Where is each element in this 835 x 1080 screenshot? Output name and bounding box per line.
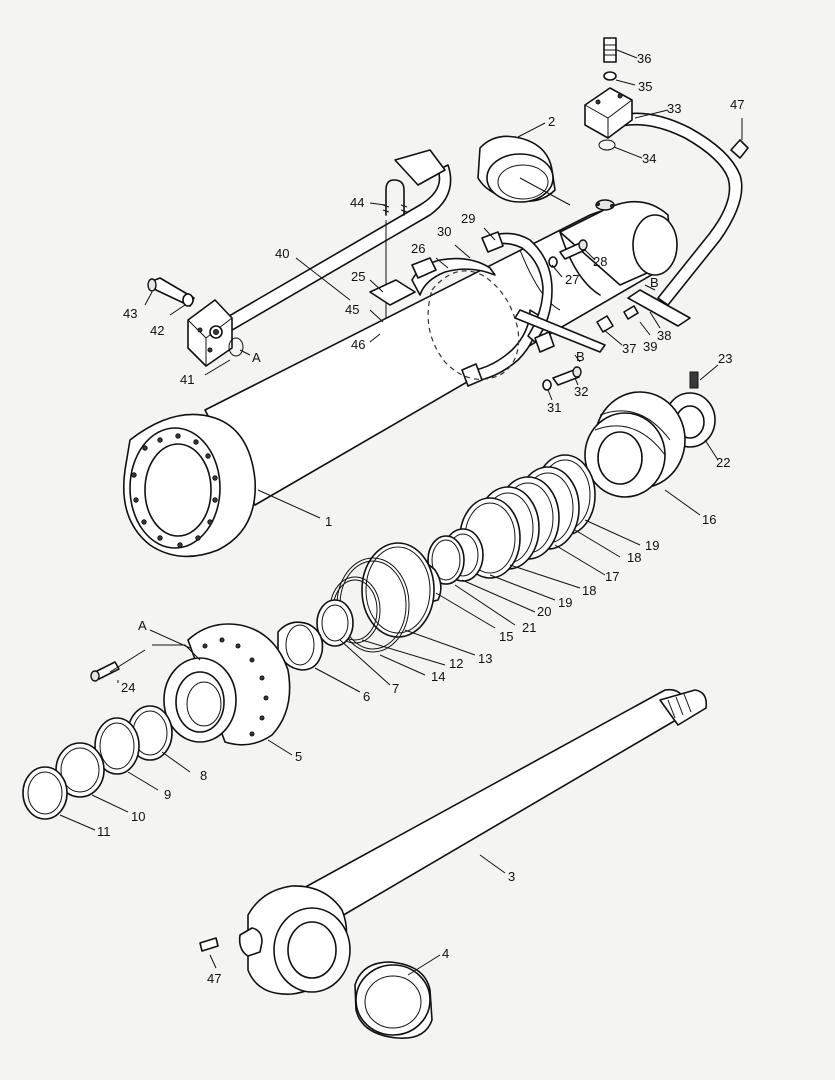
label-6: 6 bbox=[363, 689, 370, 704]
label-47a: 47 bbox=[730, 97, 744, 112]
set-screw-23 bbox=[689, 371, 699, 389]
pipe-33 bbox=[609, 112, 743, 306]
label-21: 21 bbox=[522, 620, 536, 635]
label-44: 44 bbox=[350, 195, 364, 210]
cylinder-tube-1 bbox=[122, 199, 678, 558]
label-20: 20 bbox=[537, 604, 551, 619]
o-ring-34 bbox=[598, 139, 616, 151]
label-37: 37 bbox=[622, 341, 636, 356]
piston-rod-3 bbox=[238, 688, 708, 995]
part-labels: 1 2 3 4 5 6 7 8 9 10 11 12 13 14 15 16 1… bbox=[97, 51, 744, 986]
pipe-40 bbox=[204, 149, 452, 341]
o-ring-41 bbox=[228, 337, 244, 357]
ref-a-pipe: A bbox=[252, 350, 261, 365]
label-19a: 19 bbox=[645, 538, 659, 553]
grease-fitting-47-top bbox=[730, 139, 749, 159]
bushing-6 bbox=[277, 621, 324, 671]
label-45: 45 bbox=[345, 302, 359, 317]
label-25: 25 bbox=[351, 269, 365, 284]
label-18a: 18 bbox=[627, 550, 641, 565]
plate-38 bbox=[627, 289, 691, 327]
label-14: 14 bbox=[431, 669, 445, 684]
label-38: 38 bbox=[657, 328, 671, 343]
label-4: 4 bbox=[442, 946, 449, 961]
seal-10 bbox=[55, 742, 105, 798]
ref-b-plate: B bbox=[576, 349, 585, 364]
bolt-36 bbox=[603, 37, 617, 63]
label-26: 26 bbox=[411, 241, 425, 256]
screw-37 bbox=[596, 315, 614, 333]
label-31: 31 bbox=[547, 400, 561, 415]
ref-b-right: B bbox=[650, 275, 659, 290]
bushing-4 bbox=[354, 961, 433, 1039]
label-24: 24 bbox=[121, 680, 135, 695]
label-43: 43 bbox=[123, 306, 137, 321]
hidden-ring bbox=[427, 270, 520, 380]
screw-39 bbox=[623, 305, 639, 320]
flange-block-33 bbox=[584, 87, 633, 139]
flange-block-41 bbox=[187, 299, 233, 367]
label-22: 22 bbox=[716, 455, 730, 470]
label-41: 41 bbox=[180, 372, 194, 387]
label-30: 30 bbox=[437, 224, 451, 239]
label-39: 39 bbox=[643, 339, 657, 354]
screw-24 bbox=[90, 661, 120, 682]
label-10: 10 bbox=[131, 809, 145, 824]
label-29: 29 bbox=[461, 211, 475, 226]
label-27: 27 bbox=[565, 272, 579, 287]
clamp-26 bbox=[411, 257, 539, 387]
label-35: 35 bbox=[638, 79, 652, 94]
label-40: 40 bbox=[275, 246, 289, 261]
label-13: 13 bbox=[478, 651, 492, 666]
cylinder-head-5 bbox=[163, 623, 291, 746]
label-11: 11 bbox=[97, 824, 111, 839]
clamp-29 bbox=[481, 231, 555, 353]
label-34: 34 bbox=[642, 151, 656, 166]
label-16: 16 bbox=[702, 512, 716, 527]
label-7: 7 bbox=[392, 681, 399, 696]
washer-31 bbox=[542, 379, 552, 391]
ring-7 bbox=[316, 599, 354, 647]
u-bolt-44 bbox=[382, 179, 408, 216]
label-47b: 47 bbox=[207, 971, 221, 986]
label-33: 33 bbox=[667, 101, 681, 116]
label-5: 5 bbox=[295, 749, 302, 764]
label-36: 36 bbox=[637, 51, 651, 66]
washer-27 bbox=[548, 256, 558, 268]
ring-13 bbox=[361, 542, 435, 638]
label-18b: 18 bbox=[582, 583, 596, 598]
seal-9 bbox=[94, 717, 140, 775]
bolt-32 bbox=[552, 366, 582, 386]
label-15: 15 bbox=[499, 629, 513, 644]
label-17: 17 bbox=[605, 569, 619, 584]
seal-11 bbox=[22, 766, 68, 820]
label-32: 32 bbox=[574, 384, 588, 399]
ref-a-head: A bbox=[138, 618, 147, 633]
washer-42 bbox=[182, 293, 194, 307]
label-23: 23 bbox=[718, 351, 732, 366]
rod-28-bar bbox=[514, 309, 606, 353]
grease-fitting-47-bottom bbox=[199, 937, 219, 952]
bracket-25 bbox=[369, 279, 416, 306]
label-3: 3 bbox=[508, 869, 515, 884]
leader-lines bbox=[59, 49, 743, 976]
label-2: 2 bbox=[548, 114, 555, 129]
label-42: 42 bbox=[150, 323, 164, 338]
washer-35 bbox=[603, 71, 617, 81]
label-12: 12 bbox=[449, 656, 463, 671]
bushing-2 bbox=[477, 135, 556, 203]
label-46: 46 bbox=[351, 337, 365, 352]
label-19b: 19 bbox=[558, 595, 572, 610]
label-1: 1 bbox=[325, 514, 332, 529]
label-8: 8 bbox=[200, 768, 207, 783]
label-28: 28 bbox=[593, 254, 607, 269]
label-9: 9 bbox=[164, 787, 171, 802]
piston-16 bbox=[584, 391, 686, 498]
